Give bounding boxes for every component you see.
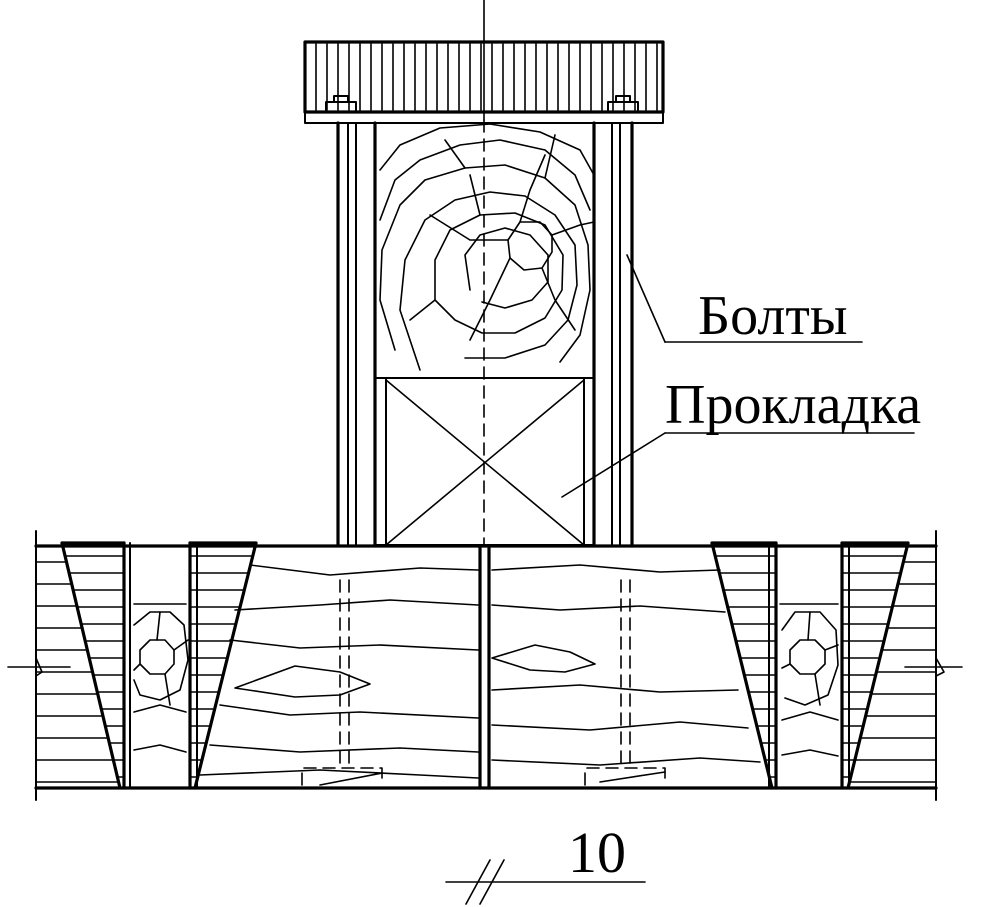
cap-plate-hatching xyxy=(315,43,658,111)
beam-grain-left xyxy=(199,564,479,779)
section-marker xyxy=(445,859,646,905)
knot-right xyxy=(779,603,839,757)
wedge-1 xyxy=(60,541,131,790)
beam-bolt-lines xyxy=(339,579,631,771)
wedge-2 xyxy=(188,541,258,790)
label-gasket: Прокладка xyxy=(665,374,921,436)
knot-left xyxy=(133,603,189,753)
break-mark-left xyxy=(7,657,71,677)
label-section-number: 10 xyxy=(568,820,626,885)
lower-beam xyxy=(7,530,963,801)
wedge-3 xyxy=(710,541,778,790)
wedge-4 xyxy=(840,541,910,790)
break-mark-right xyxy=(904,657,963,677)
beam-grain-right xyxy=(491,564,761,766)
beam-end-hatching xyxy=(35,561,937,783)
wedge-hatching xyxy=(64,555,906,778)
bolt-nut-left xyxy=(325,95,357,113)
beam-bolt-heads xyxy=(301,767,666,786)
leader-bolts xyxy=(626,254,863,343)
wedges xyxy=(60,541,910,790)
bolt-nut-right xyxy=(607,95,639,113)
label-bolts: Болты xyxy=(698,285,847,347)
leader-gasket xyxy=(561,432,915,498)
